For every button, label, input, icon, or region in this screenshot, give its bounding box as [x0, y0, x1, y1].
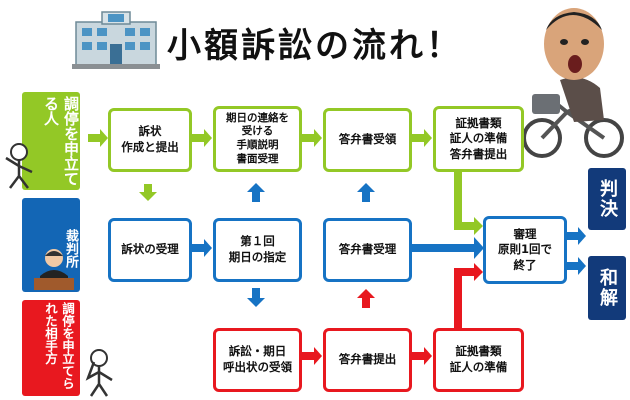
- result-judgment: 判決: [588, 168, 626, 230]
- page-title: 小額訴訟の流れ！: [167, 26, 463, 66]
- cyclist-illustration: [522, 8, 624, 158]
- box-trial: 審理 原則1回で 終了: [483, 216, 567, 284]
- box-evidence-defendant: 証拠書類 証人の準備: [433, 328, 524, 392]
- box-date-notice: 期日の連絡を 受ける 手順説明 書面受理: [213, 106, 302, 172]
- box-filing: 訴状 作成と提出: [108, 108, 192, 172]
- lane-plaintiff: 調停を申立てる人: [22, 92, 80, 190]
- box-summons: 訴訟・期日 呼出状の受領: [213, 328, 302, 392]
- person-icon: [5, 143, 33, 189]
- box-answer-receive: 答弁書受領: [323, 108, 412, 172]
- building-icon: [72, 11, 160, 69]
- box-answer-submit: 答弁書提出: [323, 328, 412, 392]
- result-settlement: 和解: [588, 256, 626, 320]
- box-answer-accept: 答弁書受理: [323, 218, 412, 282]
- judge-icon: [34, 249, 74, 290]
- person-thinking-icon: [85, 349, 113, 397]
- lane-defendant: 調停を申立てられた相手方: [22, 300, 80, 396]
- box-evidence-plaintiff: 証拠書類 証人の準備 答弁書提出: [433, 106, 524, 172]
- box-first-date: 第１回 期日の指定: [213, 218, 302, 282]
- box-complaint-accept: 訴状の受理: [108, 218, 192, 282]
